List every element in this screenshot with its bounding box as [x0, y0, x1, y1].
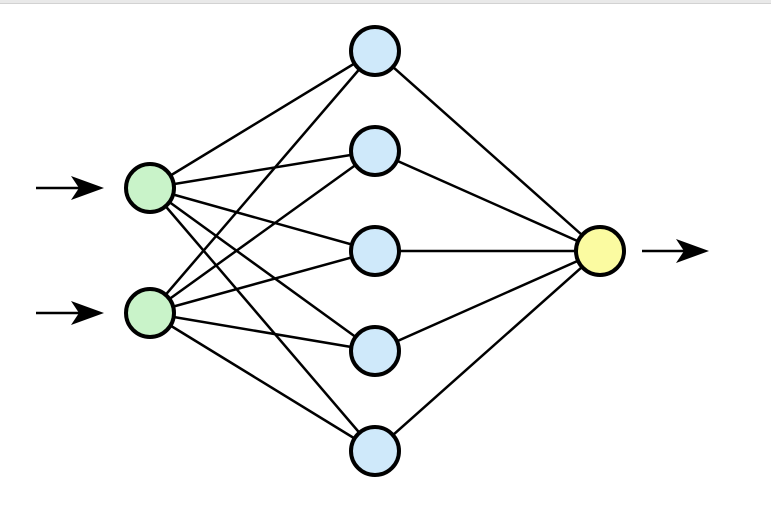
connection-line: [149, 311, 376, 453]
connection-line: [149, 249, 376, 315]
hidden-node-5: [349, 425, 401, 477]
connection-line: [149, 149, 376, 315]
hidden-node-4: [349, 325, 401, 377]
connection-line: [374, 50, 601, 252]
connection-line: [149, 49, 376, 190]
connection-line: [149, 187, 376, 452]
input-node-2: [124, 287, 176, 339]
input-arrow-1-head-icon: [71, 176, 104, 200]
hidden-node-3: [349, 225, 401, 277]
connection-line: [149, 311, 376, 353]
connection-line: [149, 186, 376, 253]
output-node-1: [574, 225, 626, 277]
window-top-border: [0, 0, 771, 4]
hidden-node-2: [349, 125, 401, 177]
connection-line: [149, 50, 376, 314]
input-arrow-2-head-icon: [71, 301, 104, 325]
connection-line: [149, 149, 376, 190]
output-arrow-head-icon: [676, 239, 709, 263]
connection-line: [374, 249, 601, 353]
connection-line: [374, 149, 601, 253]
hidden-node-1: [349, 25, 401, 77]
connection-line: [149, 186, 376, 353]
connection-line: [374, 250, 601, 452]
input-node-1: [124, 162, 176, 214]
